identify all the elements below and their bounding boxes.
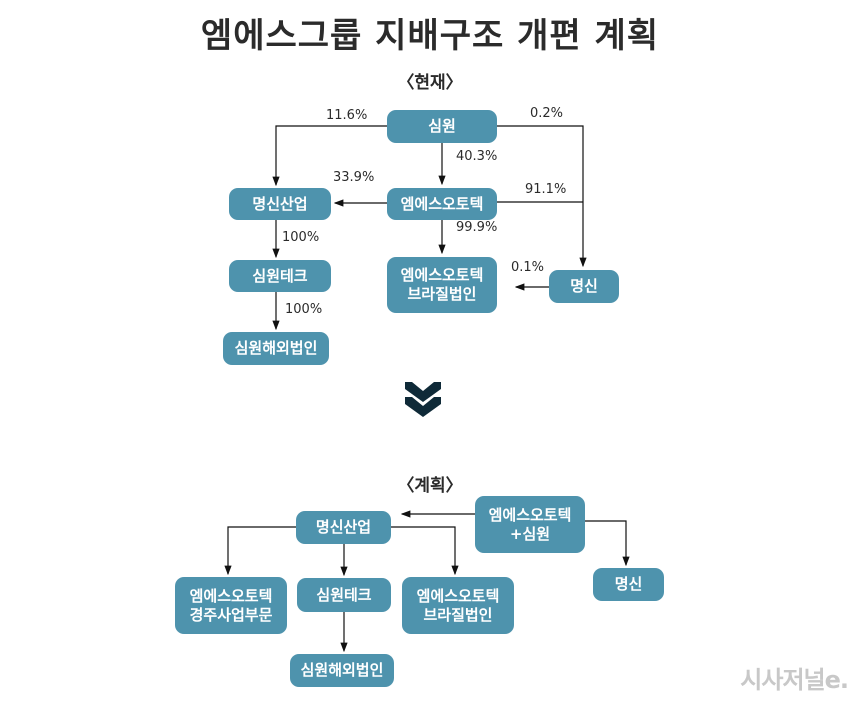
double-chevron-down-icon [405,382,441,417]
planned-node-ms-gyeongju: 엠에스오토텍 경주사업부문 [175,577,287,634]
pct-ms-autotech-myungshin: 91.1% [525,182,567,197]
pct-myungshin-industry-simwon-tech: 100% [282,230,320,245]
node-ms-autotech: 엠에스오토텍 [387,188,497,220]
page-title: 엠에스그룹 지배구조 개편 계획 [200,16,660,56]
planned-node-myungshin: 명신 [593,568,664,601]
node-simwon: 심원 [387,110,497,143]
pct-ms-autotech-myungshin-industry: 33.9% [333,170,375,185]
node-myungshin-industry: 명신산업 [229,188,331,220]
planned-node-ms-brazil: 엠에스오토텍 브라질법인 [402,577,514,634]
planned-section-label: 〈계획〉 [397,476,463,496]
planned-node-myungshin-industry: 명신산업 [296,511,391,544]
node-myungshin: 명신 [549,270,619,303]
watermark-logo: 시사저널e. [740,666,849,694]
node-ms-brazil: 엠에스오토텍 브라질법인 [387,257,497,313]
planned-node-simwon-overseas: 심원해외법인 [290,654,394,687]
node-simwon-overseas: 심원해외법인 [223,332,329,365]
pct-ms-autotech-brazil: 99.9% [456,220,498,235]
pct-simwon-myungshin: 0.2% [530,106,564,121]
current-section-label: 〈현재〉 [397,73,463,93]
planned-node-simwon-tech: 심원테크 [297,578,391,612]
node-simwon-tech: 심원테크 [229,260,331,292]
pct-simwon-myungshin-industry: 11.6% [326,108,368,123]
pct-myungshin-brazil: 0.1% [511,260,545,275]
planned-node-ms-simwon: 엠에스오토텍 +심원 [475,496,585,553]
pct-simwon-ms-autotech: 40.3% [456,149,498,164]
pct-simwon-tech-overseas: 100% [285,302,323,317]
